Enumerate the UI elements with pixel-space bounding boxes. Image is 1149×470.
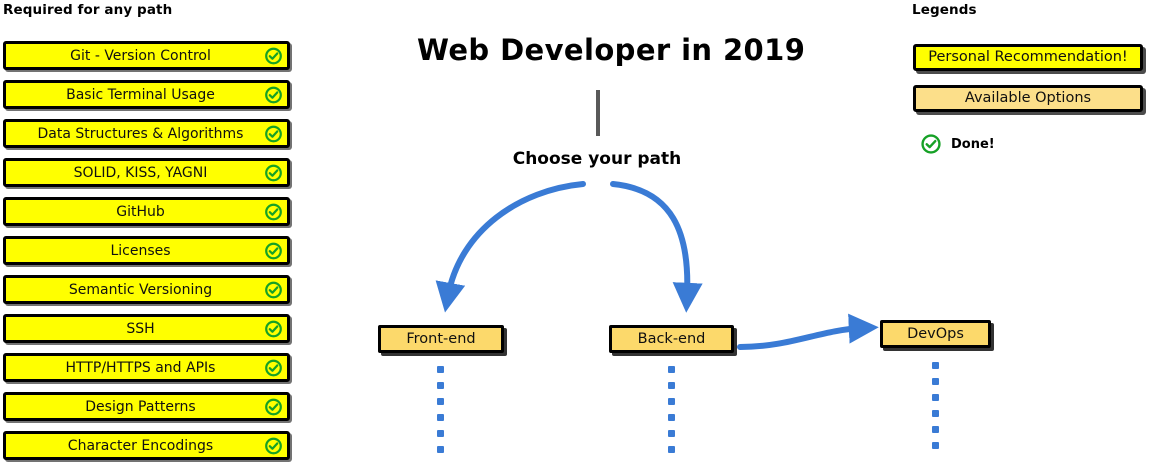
dotted-trail-back-end bbox=[668, 366, 675, 462]
legend-box-label: Personal Recommendation! bbox=[928, 49, 1128, 66]
required-skill-label: Design Patterns bbox=[85, 398, 196, 415]
legend-done-entry: Done! bbox=[920, 133, 995, 155]
arrow-to-frontend bbox=[435, 181, 586, 313]
trail-dot bbox=[932, 410, 939, 417]
required-skill-label: Character Encodings bbox=[67, 437, 214, 454]
required-skill-row[interactable]: Basic Terminal Usage bbox=[3, 80, 290, 109]
path-box-label: Front-end bbox=[406, 330, 476, 347]
required-skill-row[interactable]: SOLID, KISS, YAGNI bbox=[3, 158, 290, 187]
check-circle-icon bbox=[265, 359, 282, 376]
trail-dot bbox=[437, 382, 444, 389]
check-circle-icon bbox=[265, 86, 282, 103]
trail-dot bbox=[668, 398, 675, 405]
required-skill-label: Git - Version Control bbox=[70, 47, 211, 64]
arrow-backend-to-devops bbox=[737, 313, 879, 350]
required-skill-label: Licenses bbox=[110, 242, 171, 259]
required-skill-row[interactable]: Licenses bbox=[3, 236, 290, 265]
trail-dot bbox=[668, 414, 675, 421]
page-title: Web Developer in 2019 bbox=[417, 33, 806, 67]
required-skill-label: HTTP/HTTPS and APIs bbox=[65, 359, 216, 376]
check-circle-icon bbox=[265, 242, 282, 259]
check-circle-icon bbox=[265, 125, 282, 142]
path-box-label: DevOps bbox=[907, 325, 964, 342]
trail-dot bbox=[932, 362, 939, 369]
check-circle-icon bbox=[265, 281, 282, 298]
required-skill-label: Data Structures & Algorithms bbox=[37, 125, 244, 142]
path-box-label: Back-end bbox=[637, 330, 706, 347]
trail-dot bbox=[668, 446, 675, 453]
trail-dot bbox=[932, 442, 939, 449]
dotted-trail-front-end bbox=[437, 366, 444, 462]
legend-personal-recommendation: Personal Recommendation! bbox=[913, 44, 1143, 71]
required-skill-label: SOLID, KISS, YAGNI bbox=[73, 164, 208, 181]
dotted-trail-devops bbox=[932, 362, 939, 458]
required-skill-label: GitHub bbox=[116, 203, 165, 220]
check-circle-icon bbox=[265, 398, 282, 415]
required-skill-row[interactable]: Semantic Versioning bbox=[3, 275, 290, 304]
title-stem-connector bbox=[596, 90, 600, 136]
check-circle-icon bbox=[265, 437, 282, 454]
required-skill-row[interactable]: HTTP/HTTPS and APIs bbox=[3, 353, 290, 382]
check-circle-icon bbox=[265, 320, 282, 337]
trail-dot bbox=[437, 414, 444, 421]
check-circle-icon bbox=[265, 47, 282, 64]
path-box-front-end[interactable]: Front-end bbox=[378, 325, 504, 353]
path-box-devops[interactable]: DevOps bbox=[880, 320, 991, 348]
trail-dot bbox=[437, 430, 444, 437]
required-skill-label: Basic Terminal Usage bbox=[66, 86, 215, 103]
required-skill-row[interactable]: SSH bbox=[3, 314, 290, 343]
required-skill-row[interactable]: Design Patterns bbox=[3, 392, 290, 421]
check-circle-icon bbox=[921, 134, 941, 154]
trail-dot bbox=[668, 430, 675, 437]
trail-dot bbox=[668, 366, 675, 373]
path-box-back-end[interactable]: Back-end bbox=[609, 325, 734, 353]
check-circle-icon bbox=[265, 203, 282, 220]
legend-done-label: Done! bbox=[951, 136, 995, 152]
trail-dot bbox=[932, 378, 939, 385]
legend-box-label: Available Options bbox=[964, 90, 1092, 107]
choose-your-path-label: Choose your path bbox=[512, 149, 682, 169]
required-skill-label: Semantic Versioning bbox=[68, 281, 213, 298]
required-skill-row[interactable]: Git - Version Control bbox=[3, 41, 290, 70]
trail-dot bbox=[437, 398, 444, 405]
required-skill-label: SSH bbox=[126, 320, 155, 337]
legend-available-options: Available Options bbox=[913, 85, 1143, 112]
required-section-heading: Required for any path bbox=[3, 2, 173, 18]
required-skill-row[interactable]: Data Structures & Algorithms bbox=[3, 119, 290, 148]
required-skill-row[interactable]: Character Encodings bbox=[3, 431, 290, 460]
arrow-to-backend bbox=[610, 181, 703, 313]
trail-dot bbox=[668, 382, 675, 389]
check-circle-icon bbox=[265, 164, 282, 181]
trail-dot bbox=[437, 366, 444, 373]
trail-dot bbox=[932, 394, 939, 401]
legends-section-heading: Legends bbox=[912, 2, 977, 18]
trail-dot bbox=[932, 426, 939, 433]
required-skill-row[interactable]: GitHub bbox=[3, 197, 290, 226]
trail-dot bbox=[437, 446, 444, 453]
